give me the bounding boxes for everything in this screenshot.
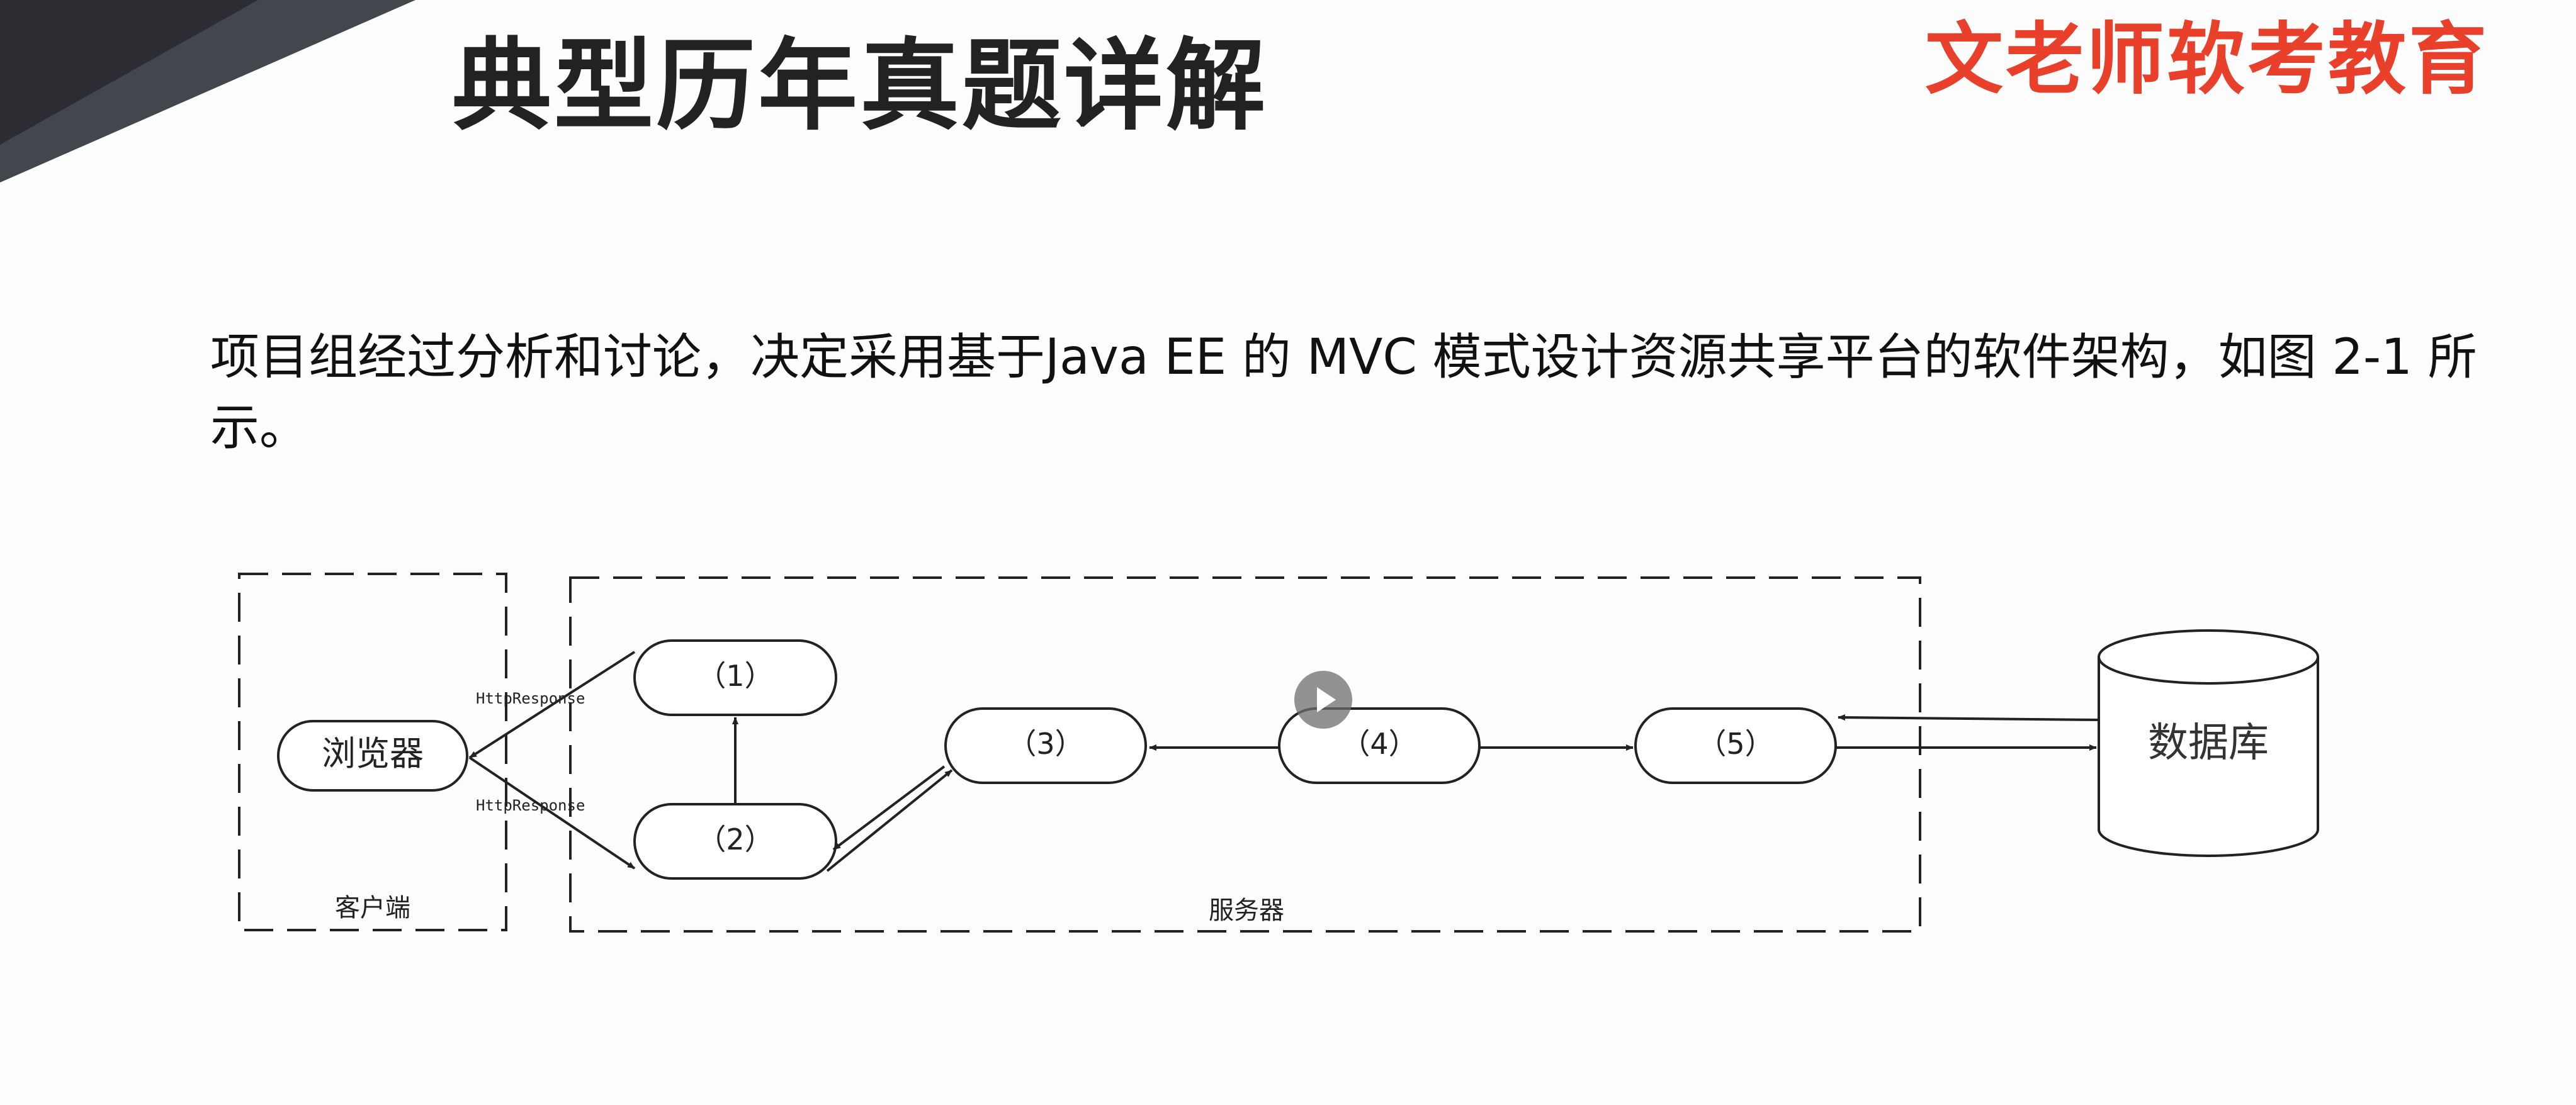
- node-1-label: （1）: [697, 659, 773, 693]
- edge-node2-to-browser: [468, 756, 636, 870]
- node-3: [944, 707, 1147, 784]
- database-cylinder: [2098, 629, 2319, 857]
- server-group-label: 服务器: [1209, 896, 1284, 925]
- node-1: [633, 639, 837, 716]
- corner-decoration: [0, 0, 415, 182]
- browser-label: 浏览器: [322, 734, 424, 773]
- database-label: 数据库: [2148, 720, 2269, 766]
- edge-node1-to-browser: [468, 651, 636, 759]
- client-group-box: [238, 573, 507, 931]
- edge-label-response-2: HttpResponse: [476, 797, 585, 814]
- edge-node2-to-node3: [826, 769, 953, 872]
- node-5: [1634, 707, 1837, 784]
- description-text: 项目组经过分析和讨论，决定采用基于Java EE 的 MVC 模式设计资源共享平…: [210, 329, 2477, 456]
- node-3-label: （3）: [1007, 727, 1083, 761]
- client-group-label: 客户端: [335, 894, 410, 923]
- edge-node3-to-node2: [832, 765, 946, 851]
- brand-logo-text: 文老师软考教育: [1925, 14, 2490, 105]
- node-4-label: （4）: [1341, 727, 1417, 761]
- edge-db-to-node5: [1838, 714, 2099, 721]
- play-icon[interactable]: [1294, 671, 1352, 729]
- server-group-box: [569, 576, 1921, 933]
- browser-node: [277, 720, 468, 792]
- edge-label-response-1: HttpResponse: [476, 690, 585, 707]
- slide-title: 典型历年真题详解: [452, 28, 1268, 144]
- node-5-label: （5）: [1697, 727, 1773, 761]
- node-2-label: （2）: [697, 822, 773, 856]
